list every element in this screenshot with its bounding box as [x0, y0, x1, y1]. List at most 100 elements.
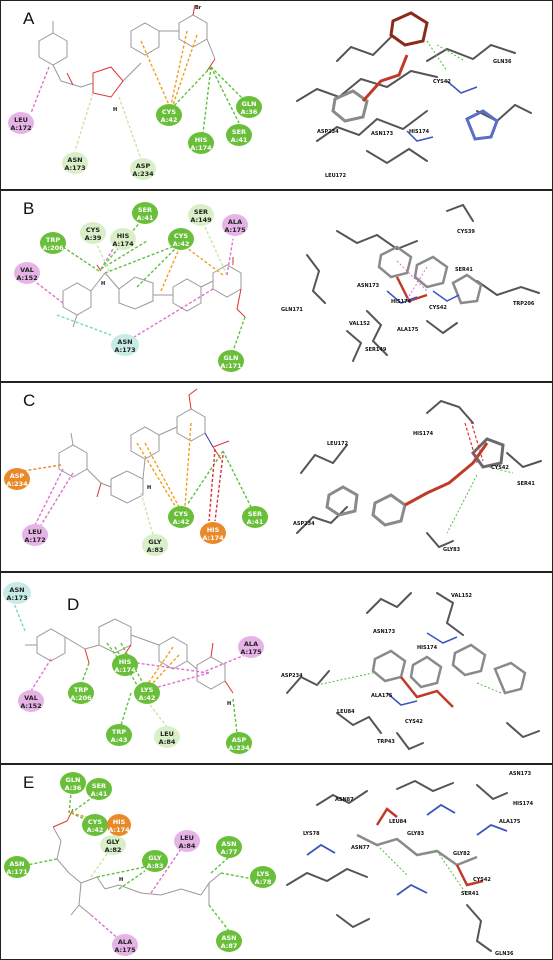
svg-text:ASP: ASP — [232, 736, 247, 744]
label3d-d-2: HIS174 — [417, 645, 438, 651]
svg-text:HIS: HIS — [119, 658, 132, 666]
h-label-a: H — [113, 107, 117, 113]
svg-text:VAL: VAL — [20, 266, 34, 274]
svg-text:A:234: A:234 — [132, 170, 154, 178]
h-label-b: H — [101, 281, 105, 287]
svg-text:ASN: ASN — [9, 860, 24, 868]
label3d-c-5: GLY83 — [443, 547, 461, 553]
h-label-d: H — [227, 701, 231, 707]
svg-text:A:42: A:42 — [173, 518, 190, 526]
svg-text:A:36: A:36 — [65, 784, 82, 792]
svg-text:ASP: ASP — [136, 162, 151, 170]
svg-text:CYS: CYS — [88, 818, 102, 826]
svg-text:TRP: TRP — [112, 728, 126, 736]
panel-letter-d: D — [67, 595, 80, 614]
label3d-c-2: CYS42 — [491, 465, 509, 471]
svg-text:CYS: CYS — [174, 510, 188, 518]
svg-text:A:42: A:42 — [87, 826, 104, 834]
label3d-d-4: ALA175 — [371, 693, 393, 699]
svg-text:A:173: A:173 — [6, 594, 27, 602]
svg-text:A:87: A:87 — [221, 942, 238, 950]
svg-text:ASN: ASN — [67, 156, 82, 164]
label3d-d-0: VAL152 — [451, 593, 473, 599]
svg-text:GLN: GLN — [242, 100, 257, 108]
label3d-e-8: GLY82 — [453, 851, 471, 857]
svg-text:TRP: TRP — [46, 236, 60, 244]
label3d-b-0: CYS39 — [457, 229, 475, 235]
label3d-e-9: CYS42 — [473, 877, 491, 883]
docking-3d-view-e: ASN173 HIS174 ALA175 ASN87 LEU84 LYS78 A… — [286, 771, 534, 957]
svg-text:LEU: LEU — [180, 834, 194, 842]
svg-text:ASN: ASN — [221, 840, 236, 848]
svg-text:SER: SER — [138, 206, 152, 214]
svg-text:SER: SER — [92, 782, 106, 790]
svg-text:A:234: A:234 — [6, 480, 28, 488]
label3d-a-5: LEU172 — [325, 173, 347, 179]
svg-text:ASN: ASN — [117, 338, 132, 346]
svg-text:A:174: A:174 — [112, 240, 134, 248]
svg-text:A:42: A:42 — [173, 240, 190, 248]
svg-text:A:82: A:82 — [105, 846, 122, 854]
svg-text:ALA: ALA — [228, 218, 242, 226]
svg-text:A:173: A:173 — [64, 164, 85, 172]
svg-text:SER: SER — [248, 510, 262, 518]
svg-text:ASP: ASP — [10, 472, 25, 480]
label3d-a-4: HIS174 — [409, 129, 430, 135]
label3d-d-6: CYS42 — [405, 719, 423, 725]
svg-text:A:42: A:42 — [161, 116, 178, 124]
svg-text:GLY: GLY — [148, 854, 161, 862]
panel-letter-c: C — [23, 391, 36, 410]
label3d-a-3: ASN173 — [371, 131, 394, 137]
svg-text:SER: SER — [232, 128, 246, 136]
docking-3d-view-c: HIS174 LEU172 CYS42 SER41 ASP234 GLY83 — [293, 399, 542, 553]
svg-text:A:83: A:83 — [147, 546, 164, 554]
h-label-e: H — [119, 877, 123, 883]
svg-text:A:42: A:42 — [139, 694, 156, 702]
svg-text:VAL: VAL — [24, 694, 38, 702]
svg-text:A:206: A:206 — [70, 694, 92, 702]
panel-a: A Br H — [0, 0, 553, 190]
svg-text:SER: SER — [194, 208, 208, 216]
label3d-e-1: HIS174 — [513, 801, 534, 807]
svg-text:A:43: A:43 — [111, 736, 128, 744]
svg-text:A:175: A:175 — [114, 946, 136, 954]
svg-text:LEU: LEU — [14, 116, 28, 124]
panel-c: C H — [0, 382, 553, 572]
label3d-b-9: TRP206 — [513, 301, 535, 307]
svg-text:ASN: ASN — [9, 586, 24, 594]
label3d-a-1: CYS42 — [433, 79, 451, 85]
label3d-b-5: GLN171 — [281, 307, 303, 313]
svg-text:HIS: HIS — [207, 526, 220, 534]
label3d-c-4: ASP234 — [293, 521, 315, 527]
svg-text:A:172: A:172 — [10, 124, 31, 132]
label3d-b-3: HIS174 — [391, 299, 412, 305]
svg-text:CYS: CYS — [162, 108, 176, 116]
